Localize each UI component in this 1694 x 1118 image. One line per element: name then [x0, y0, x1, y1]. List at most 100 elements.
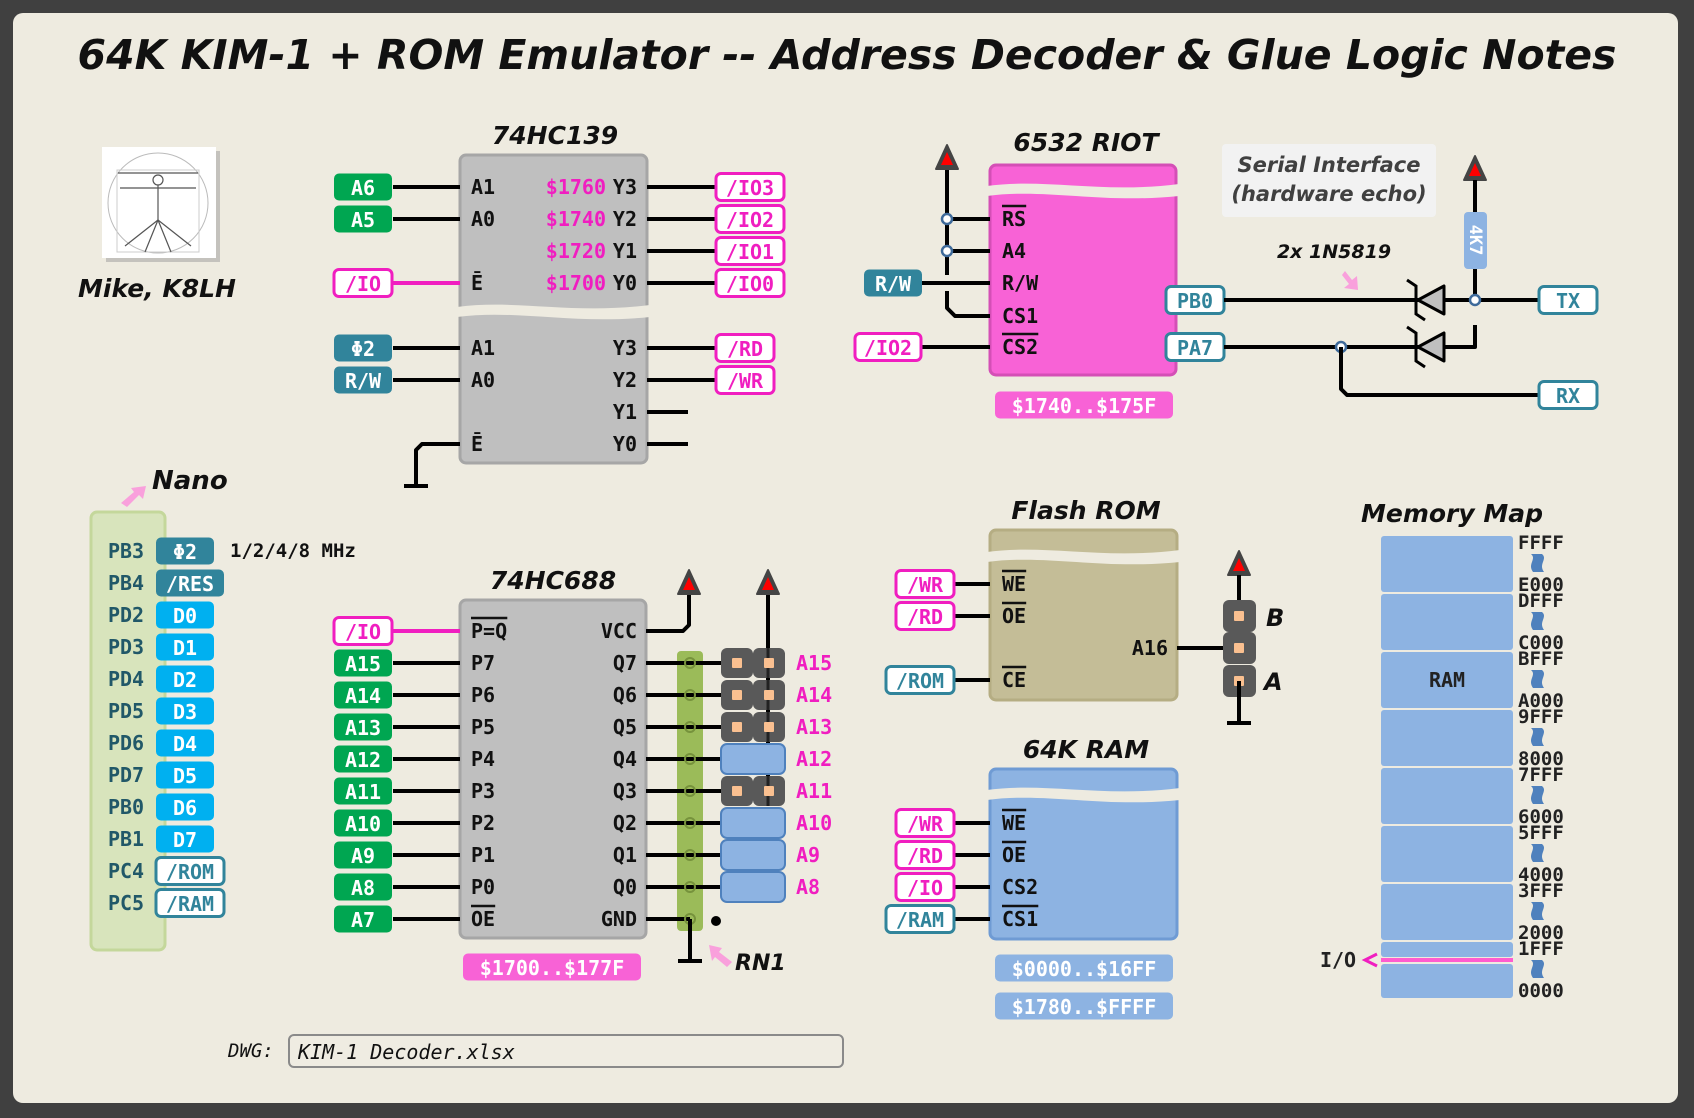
signal-label-text: Φ2 — [351, 337, 375, 361]
hc139-input-RW: R/W — [334, 366, 392, 394]
signal-label-bg — [334, 841, 392, 869]
junction-dot — [1468, 293, 1482, 307]
rn-pin — [684, 689, 696, 701]
rn-pin — [684, 849, 696, 861]
nano-port: PB1 — [108, 827, 144, 851]
signal-label-text: R/W — [875, 272, 912, 296]
signal-label-bg — [156, 569, 224, 597]
signal-label-bg — [1537, 285, 1599, 315]
memory-block[interactable] — [1381, 536, 1513, 592]
signal-label-text: R/W — [345, 369, 382, 393]
signal-label-text: D3 — [173, 700, 197, 724]
memory-map-title: Memory Map — [1361, 499, 1543, 528]
riot-port-pb0: PB0 — [1164, 285, 1226, 315]
pin-label: Y2 — [613, 368, 637, 392]
signal-label-text: A11 — [345, 780, 381, 804]
memory-block[interactable] — [1381, 826, 1513, 882]
nano-signal-D4: D4 — [156, 729, 214, 757]
pin-label: P4 — [471, 747, 495, 771]
signal-label-bg — [894, 569, 956, 599]
signal-label-bg — [884, 904, 956, 934]
pin-label: CS2 — [1002, 875, 1038, 899]
memory-block[interactable] — [1381, 768, 1513, 824]
riot-port-pa7: PA7 — [1164, 332, 1226, 362]
signal-label-text: A5 — [351, 208, 375, 232]
jumper-a-label: A — [1262, 668, 1283, 696]
rn-pin — [684, 657, 696, 669]
jumper-b-label: B — [1266, 604, 1284, 632]
signal-label-text: /IO3 — [726, 176, 774, 200]
ram-input-RAM: /RAM — [884, 904, 956, 934]
riot-chip-body — [988, 163, 1178, 377]
signal-label-bg — [463, 953, 641, 981]
pin-label: A0 — [471, 368, 495, 392]
nano-port: PC5 — [108, 891, 144, 915]
hc688-input-A15: A15 — [334, 649, 392, 677]
pin-label: OE — [1002, 843, 1026, 867]
memory-block[interactable] — [1381, 710, 1513, 766]
pin-label: P2 — [471, 811, 495, 835]
io-address: $1720 — [546, 239, 606, 263]
nano-signal-D2: D2 — [156, 665, 214, 693]
signal-label-text: D2 — [173, 668, 197, 692]
vcc-arrow-fill — [1469, 163, 1481, 176]
pin1-dot — [711, 916, 721, 926]
pin-label: P3 — [471, 779, 495, 803]
signal-label-text: $1780..$FFFF — [1012, 995, 1157, 1019]
signal-label-bg — [334, 681, 392, 709]
io-address: $1740 — [546, 207, 606, 231]
signal-label-text: /RD — [727, 337, 763, 361]
memory-block[interactable] — [1381, 964, 1513, 998]
io-address: $1760 — [546, 175, 606, 199]
hc688-input-A11: A11 — [334, 777, 392, 805]
memory-block[interactable] — [1381, 884, 1513, 940]
address-jumper-open[interactable] — [721, 648, 785, 678]
signal-label-bg — [334, 873, 392, 901]
signal-label-bg — [334, 334, 392, 362]
pin-label: VCC — [601, 619, 637, 643]
address-top: 9FFF — [1518, 706, 1564, 728]
signal-label-text: D0 — [173, 604, 197, 628]
signal-label-bg — [334, 205, 392, 233]
nano-label: Nano — [152, 466, 228, 496]
io-region-marker — [1381, 958, 1513, 962]
address-bottom: 4000 — [1518, 864, 1564, 886]
compare-address-bit: A15 — [796, 651, 832, 675]
pin-square — [764, 722, 774, 732]
pin-label: Y1 — [613, 400, 637, 424]
memory-block-io-upper[interactable] — [1381, 942, 1513, 957]
nano-port: PB0 — [108, 795, 144, 819]
address-jumper-shunt — [720, 839, 786, 871]
io-marker-label: I/O — [1320, 948, 1356, 972]
diode-body — [1416, 331, 1446, 363]
hc688-address-range: $1700..$177F — [463, 953, 641, 981]
memory-block[interactable] — [1381, 594, 1513, 650]
signal-label-bg — [156, 665, 214, 693]
author-name: Mike, K8LH — [78, 274, 236, 303]
nano-signal-ROM: /ROM — [154, 856, 226, 886]
address-jumper-open[interactable] — [721, 776, 785, 806]
nano-port: PB3 — [108, 539, 144, 563]
vcc-arrow-fill — [762, 577, 774, 590]
vcc-arrow-fill — [941, 152, 953, 165]
pin-label: A0 — [471, 207, 495, 231]
signal-label-bg — [154, 888, 226, 918]
signal-label-text: D6 — [173, 796, 197, 820]
pin-label: CS2 — [1002, 335, 1038, 359]
pin-label: Q4 — [613, 747, 637, 771]
nano-port: PD3 — [108, 635, 144, 659]
range-squiggle-icon — [1531, 554, 1544, 572]
address-jumper-open[interactable] — [721, 680, 785, 710]
pin-label: Y0 — [613, 271, 637, 295]
rom-input-WR: /WR — [894, 569, 956, 599]
nano-port: PD5 — [108, 699, 144, 723]
pin-label: Q6 — [613, 683, 637, 707]
address-jumper-open[interactable] — [721, 712, 785, 742]
signal-label-text: Φ2 — [173, 540, 197, 564]
hc688-chip — [458, 598, 648, 940]
dwg-filename-field[interactable]: KIM-1 Decoder.xlsx — [288, 1034, 844, 1068]
pointer-arrow-icon — [1342, 271, 1358, 290]
pin-label: P0 — [471, 875, 495, 899]
memory-block[interactable] — [1381, 652, 1513, 708]
rn-pin — [684, 881, 696, 893]
